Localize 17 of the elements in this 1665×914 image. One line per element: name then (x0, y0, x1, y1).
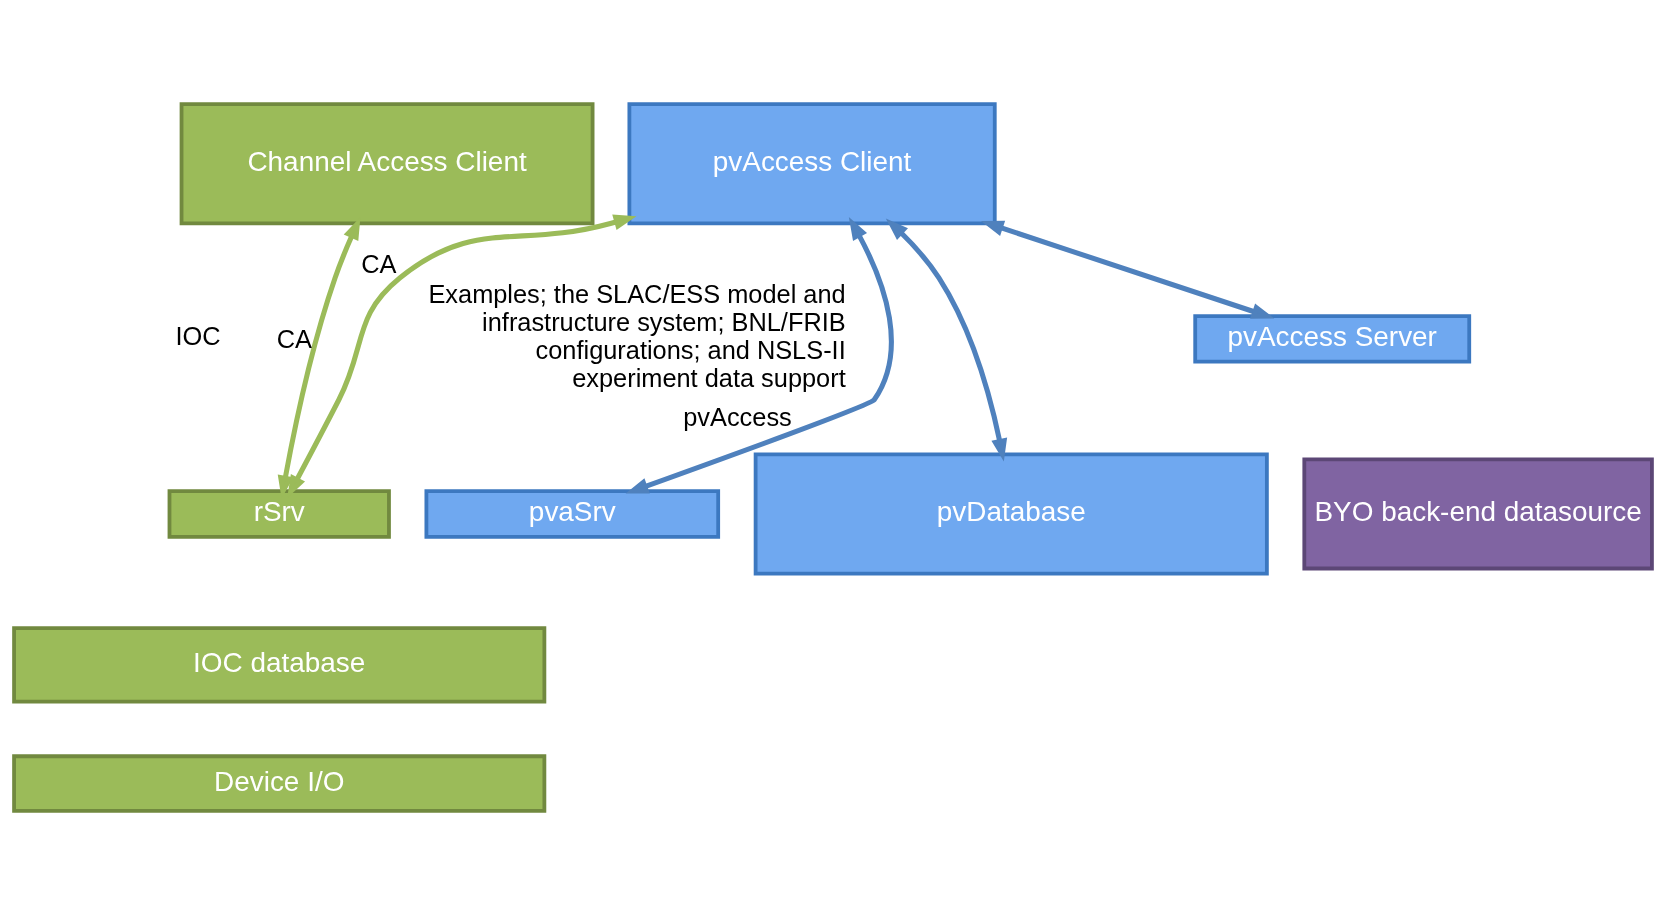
arrow (625, 216, 894, 494)
node-box: pvaSrv (424, 488, 720, 539)
label: Examples; the SLAC/ESS model and infrastructure system; BNL/FRIB configurations; and NSLS-II experiment data support (427, 279, 846, 392)
node-box: IOC database (11, 625, 546, 704)
node-box: pvAccess Client (626, 101, 997, 225)
node-box: Channel Access Client (179, 101, 594, 225)
edge-label: CA (276, 324, 312, 353)
edge-label: CA (360, 249, 396, 278)
arrow (885, 217, 1007, 461)
node-box: rSrv (167, 488, 391, 539)
arrow (980, 220, 1274, 319)
node-box: Device I/O (11, 753, 546, 813)
edge-label: pvAccess (682, 402, 792, 431)
node-box: BYO back-end datasource (1301, 457, 1654, 570)
node-box: pvAccess Server (1192, 313, 1471, 364)
label: IOC (174, 321, 221, 350)
node-box: pvDatabase (753, 451, 1269, 575)
